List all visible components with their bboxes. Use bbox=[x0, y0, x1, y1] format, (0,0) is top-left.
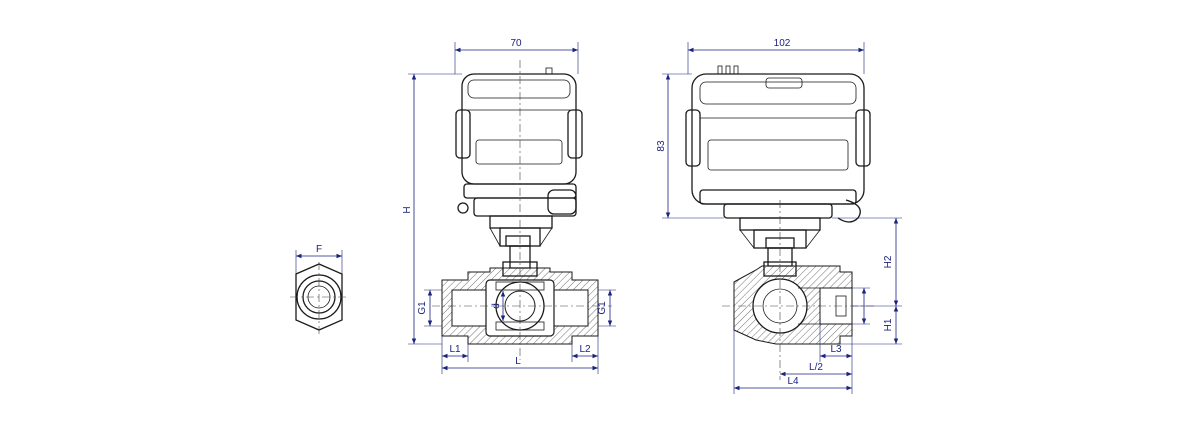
front-view: 70 H G1 G1 d L1 L2 L bbox=[402, 38, 616, 374]
side-view: 102 83 H2 H1 L3 L/2 L4 bbox=[656, 38, 902, 394]
dim-thread-left: G1 bbox=[417, 301, 428, 315]
dim-bore: d bbox=[491, 303, 502, 309]
dim-side-height: 83 bbox=[656, 140, 667, 152]
front-bracket bbox=[489, 215, 553, 269]
dim-length-total: L bbox=[515, 356, 521, 367]
dim-length-l1: L1 bbox=[449, 344, 461, 355]
dim-side-width: 102 bbox=[774, 38, 791, 49]
dim-height-h2: H2 bbox=[883, 255, 894, 268]
front-actuator bbox=[455, 67, 583, 217]
dim-thread-right: G1 bbox=[597, 301, 608, 315]
side-bracket bbox=[739, 217, 821, 267]
dim-length-l3: L3 bbox=[830, 344, 842, 355]
side-actuator bbox=[685, 65, 871, 223]
dim-height-h1: H1 bbox=[883, 318, 894, 331]
end-view: F bbox=[290, 244, 348, 334]
side-body bbox=[733, 261, 853, 345]
dim-end-flat: F bbox=[316, 244, 322, 255]
dim-length-l2: L2 bbox=[579, 344, 591, 355]
dim-half-length: L/2 bbox=[809, 362, 823, 373]
dim-length-l4: L4 bbox=[787, 376, 799, 387]
dim-overall-height: H bbox=[402, 206, 413, 213]
dim-front-width: 70 bbox=[510, 38, 522, 49]
